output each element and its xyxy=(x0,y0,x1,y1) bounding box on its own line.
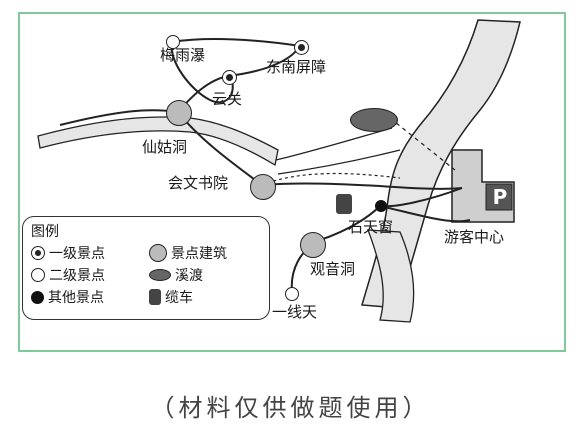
river-branch xyxy=(37,116,279,167)
other-spot-icon xyxy=(31,290,44,304)
legend-title: 图例 xyxy=(31,224,59,240)
label-yunguan: 云关 xyxy=(212,90,243,108)
legend-label: 二级景点 xyxy=(49,268,105,284)
parking-icon: P xyxy=(492,185,508,209)
building-icon xyxy=(300,232,326,258)
label-xiangu: 仙姑洞 xyxy=(142,138,188,156)
building-icon xyxy=(166,100,192,126)
legend-label: 其他景点 xyxy=(48,290,104,306)
trail-cable xyxy=(261,172,401,186)
legend-item-second-class: 二级景点 xyxy=(31,265,105,285)
first-class-spot-icon xyxy=(294,40,309,55)
legend-label: 景点建筑 xyxy=(171,246,227,262)
ferry-icon xyxy=(149,269,171,281)
second-class-spot-icon xyxy=(31,268,45,282)
parking-box xyxy=(485,183,513,211)
second-class-spot-icon xyxy=(285,287,299,301)
trail-south xyxy=(290,187,463,293)
first-class-spot-icon xyxy=(222,70,237,85)
label-meiyu: 梅雨瀑 xyxy=(160,46,206,64)
trail-loop xyxy=(170,41,234,104)
river-lower xyxy=(367,229,415,323)
label-shitian: 石天窗 xyxy=(348,218,394,236)
caption: （材料仅供做题使用） xyxy=(150,394,431,422)
legend-item-ferry: 溪渡 xyxy=(149,265,203,285)
stream-bank xyxy=(277,149,401,175)
legend-label: 缆车 xyxy=(165,290,193,306)
legend-item-building: 景点建筑 xyxy=(149,243,227,263)
legend-item-first-class: 一级景点 xyxy=(31,243,105,263)
trail-south-b xyxy=(379,205,471,223)
label-visitor: 游客中心 xyxy=(444,228,505,246)
building-icon xyxy=(149,244,167,262)
building-icon xyxy=(250,174,276,200)
dashed-line xyxy=(389,117,456,171)
cable-car-icon xyxy=(336,194,352,214)
legend-item-cable: 缆车 xyxy=(149,287,193,307)
label-yixian: 一线天 xyxy=(272,303,318,321)
legend-item-other: 其他景点 xyxy=(31,287,104,307)
label-dongnan: 东南屏障 xyxy=(266,58,327,76)
label-huiwen: 会文书院 xyxy=(168,174,229,192)
label-guanyin: 观音洞 xyxy=(310,260,356,278)
other-spot-icon xyxy=(375,200,387,212)
stream xyxy=(275,127,393,161)
ferry-icon xyxy=(350,108,398,132)
first-class-spot-icon xyxy=(31,246,45,260)
trail-middle xyxy=(177,111,463,190)
legend-label: 溪渡 xyxy=(175,268,203,284)
legend-label: 一级景点 xyxy=(49,246,105,262)
second-class-spot-icon xyxy=(166,35,180,49)
legend: 图例 一级景点 景点建筑 二级景点 溪渡 其他景点 缆车 xyxy=(22,216,270,320)
cable-car-icon xyxy=(149,289,161,305)
